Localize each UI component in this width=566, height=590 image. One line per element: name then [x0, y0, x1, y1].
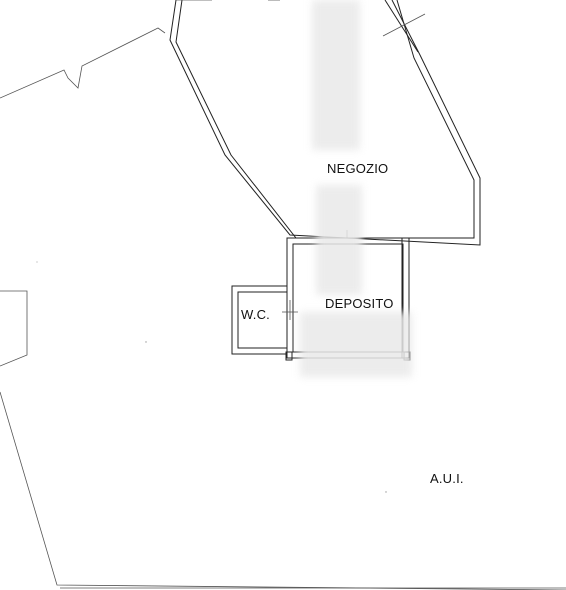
label-negozio: NEGOZIO	[327, 161, 389, 176]
label-wc: W.C.	[241, 307, 270, 322]
label-aui: A.U.I.	[430, 471, 464, 486]
label-deposito: DEPOSITO	[325, 296, 394, 311]
redacted-area-bottom	[300, 312, 412, 377]
faint-marks	[36, 261, 387, 493]
redacted-area-top	[312, 0, 360, 150]
redacted-area-middle	[316, 185, 362, 295]
